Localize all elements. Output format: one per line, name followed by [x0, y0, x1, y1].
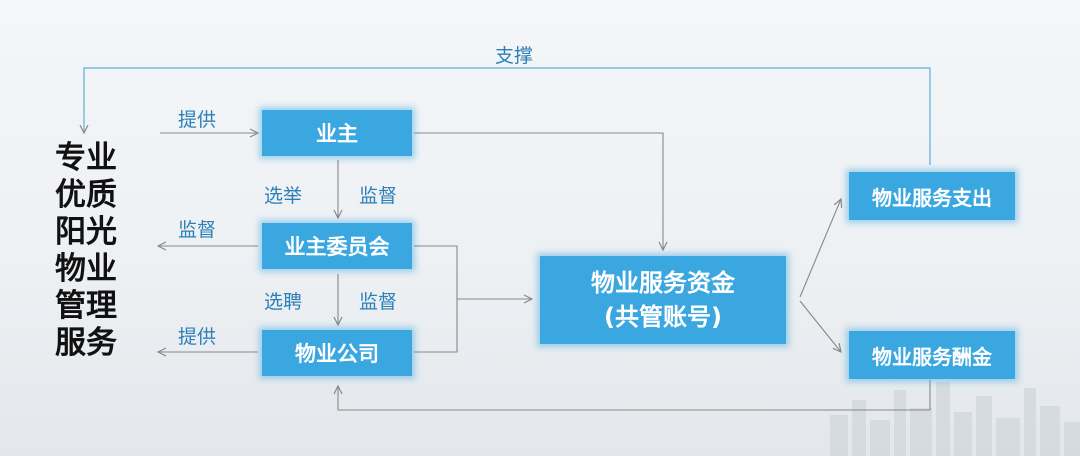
node-fund-label: 物业服务资金 — [591, 269, 735, 297]
left-title-line: 阳光 — [55, 214, 117, 250]
left-title-line: 物业 — [55, 251, 117, 287]
left-title-line: 优质 — [55, 177, 117, 213]
owner-to-fund-edge — [414, 132, 663, 250]
edge-label-supervise-2: 监督 — [359, 291, 398, 313]
edge-label-supervise-1: 监督 — [359, 185, 398, 207]
node-fee: 物业服务酬金 — [849, 331, 1015, 379]
edge-label-provide-bottom: 提供 — [178, 326, 217, 348]
node-company-label: 物业公司 — [295, 342, 379, 366]
node-company: 物业公司 — [262, 330, 412, 376]
edge-label-supervise-left: 监督 — [178, 219, 217, 241]
edge-label-hire: 选聘 — [264, 291, 303, 313]
node-owner-label: 业主 — [316, 122, 358, 146]
edge-label-provide-top: 提供 — [178, 109, 217, 131]
left-title: 专业 优质 阳光 物业 管理 服务 — [46, 140, 126, 362]
left-title-line: 服务 — [55, 325, 117, 361]
node-owner: 业主 — [262, 110, 412, 156]
node-committee: 业主委员会 — [262, 223, 412, 269]
committee-company-bracket-edge — [414, 245, 458, 353]
support-edge — [84, 67, 931, 165]
node-fund: 物业服务资金 (共管账号) — [540, 256, 786, 344]
fee-to-company-edge — [338, 380, 931, 411]
edge-label-elect: 选举 — [264, 185, 303, 207]
node-fund-sublabel: (共管账号) — [604, 303, 722, 331]
fund-to-expense-edge — [799, 199, 841, 298]
node-expense: 物业服务支出 — [849, 172, 1015, 220]
left-title-line: 管理 — [55, 288, 117, 324]
left-title-line: 专业 — [55, 140, 117, 176]
node-committee-label: 业主委员会 — [284, 235, 390, 259]
fund-to-fee-edge — [799, 300, 841, 352]
node-expense-label: 物业服务支出 — [872, 185, 992, 210]
node-fee-label: 物业服务酬金 — [872, 344, 992, 369]
edge-label-support: 支撑 — [495, 45, 534, 67]
city-skyline-decoration — [830, 382, 1080, 456]
